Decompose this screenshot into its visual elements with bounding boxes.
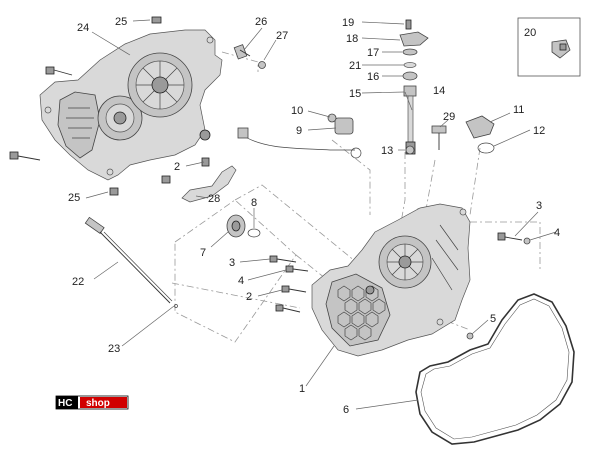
plug-26 [233,44,251,60]
cap-7 [226,214,246,238]
callout-2-top: 2 [174,161,180,173]
bolt-icon [269,255,297,263]
callout-25-top: 25 [115,16,127,28]
bolt-icon [281,285,307,293]
callout-28: 28 [208,193,220,205]
screw-19 [405,19,412,30]
bolt-icon [109,187,119,196]
guide-line [171,282,301,309]
oring-8 [247,228,261,238]
callout-4-left: 4 [238,275,244,287]
lever-18 [399,31,429,47]
callout-17: 17 [367,47,379,59]
callout-25-bottom: 25 [68,192,80,204]
callout-11: 11 [513,104,524,116]
oring-13 [405,145,415,155]
callout-26: 26 [255,16,267,28]
callout-19: 19 [342,17,354,29]
callout-13: 13 [381,145,393,157]
callout-20: 20 [524,27,536,39]
dipstick-22 [84,216,173,304]
bolt-icon [201,157,210,167]
bolt-icon [497,232,523,241]
callout-12: 12 [533,125,545,137]
hc-shop-logo: HC shop [55,395,129,410]
shaft-assembly [399,19,429,155]
leader-lines [85,19,557,410]
gasket-inner-edge [420,298,570,440]
callout-9: 9 [296,125,302,137]
part-20-box [517,17,581,77]
guide-line [234,184,373,276]
shaft-14 [407,95,414,143]
washer-27 [258,61,266,69]
seal-23 [174,304,178,308]
bolt-icon [161,175,171,184]
callout-5: 5 [490,313,496,325]
clip-21 [403,62,417,68]
bolt-icon [9,151,41,161]
callout-14: 14 [433,85,445,97]
callout-6: 6 [343,404,349,416]
bolt-icon [151,16,162,24]
sensor-9 [237,117,362,159]
washer-17 [402,48,418,56]
bolt-group-middle [269,255,309,313]
washer-4 [523,237,531,245]
callout-21: 21 [349,60,361,72]
callout-2-left: 2 [246,291,252,303]
callout-3-right: 3 [536,200,542,212]
guide-frame [174,199,297,343]
callout-29: 29 [443,111,455,123]
oring-12 [477,142,495,154]
bracket-28 [181,165,237,203]
bolt-icon [45,66,73,76]
right-engine-cover [311,203,471,357]
callout-4-right: 4 [554,227,560,239]
callout-18: 18 [346,33,358,45]
bolt-group-right [497,232,531,245]
bolt-icon [275,304,301,313]
logo-black-block [56,396,78,409]
logo-red-block [80,397,127,408]
callout-1: 1 [299,383,305,395]
bearing-16 [402,71,418,81]
guide-line [469,147,481,216]
washer-5 [466,332,474,340]
callout-23: 23 [108,343,120,355]
callout-7: 7 [200,247,206,259]
bolt-29 [431,125,447,150]
logo-brand-right: shop [86,398,110,409]
callout-24: 24 [77,22,89,34]
oil-cap-11 [465,115,495,139]
callout-22: 22 [72,276,84,288]
logo-brand-left: HC [58,398,72,409]
callout-10: 10 [291,105,303,117]
callout-27: 27 [276,30,288,42]
guide-line [470,221,541,272]
callout-16: 16 [367,71,379,83]
callout-labels: 24 25 26 27 19 18 17 21 16 15 14 13 29 1… [68,16,560,416]
washer-10 [327,113,337,123]
callout-3-left: 3 [229,257,235,269]
callout-15: 15 [349,88,361,100]
bolt-icon [285,265,309,273]
left-engine-cover [39,29,223,181]
callout-8: 8 [251,197,257,209]
gasket-6 [415,293,575,445]
guide-line [424,159,436,216]
bolt-group-left [9,16,210,196]
